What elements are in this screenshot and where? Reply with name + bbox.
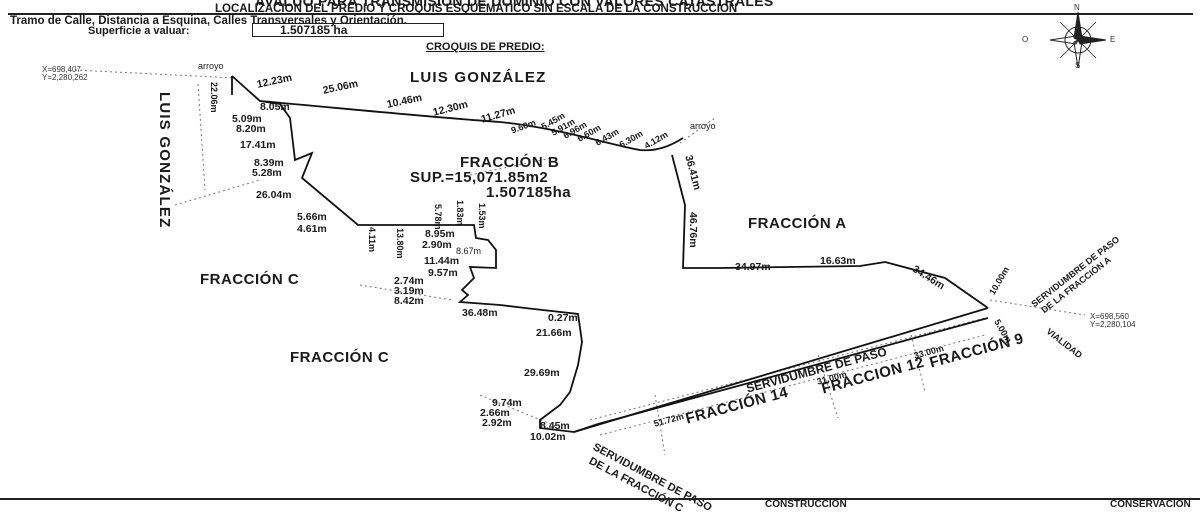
fraccion-b-name: FRACCIÓN B bbox=[460, 154, 560, 171]
fraccion-b-area: SUP.=15,071.85m2 bbox=[410, 169, 549, 186]
fraccion-c-label-2: FRACCIÓN C bbox=[290, 349, 390, 366]
measure-label: 26.04m bbox=[256, 189, 292, 201]
measure-label: 5.66m bbox=[297, 211, 327, 223]
measure-label: 4.61m bbox=[297, 223, 327, 235]
area-value: 1.507185 ha bbox=[280, 23, 348, 37]
compass-north: N bbox=[1074, 3, 1080, 12]
footer-construccion: CONSTRUCCION bbox=[765, 499, 847, 510]
compass-rose-icon bbox=[1049, 11, 1107, 69]
street-note: Tramo de Calle, Distancia a Esquina, Cal… bbox=[10, 15, 407, 27]
measure-label: 9.57m bbox=[428, 267, 458, 279]
area-value-box bbox=[252, 23, 444, 37]
measure-label: 8.05m bbox=[260, 101, 290, 113]
road-top-label: LUIS GONZÁLEZ bbox=[410, 69, 547, 86]
measure-label: 11.44m bbox=[424, 255, 460, 267]
header-divider bbox=[8, 13, 1193, 15]
measure-label: 8.42m bbox=[394, 295, 424, 307]
measure-label: 10.02m bbox=[530, 431, 566, 443]
area-label: Superficie a valuar: bbox=[88, 25, 190, 37]
measure-label: 46.76m bbox=[687, 212, 699, 248]
footer-divider bbox=[0, 498, 1200, 500]
measure-label: 5.28m bbox=[252, 167, 282, 179]
measure-label: 34.97m bbox=[735, 261, 771, 273]
compass-west: O bbox=[1022, 35, 1029, 44]
coordinate-2-x: X=698,560 bbox=[1090, 312, 1129, 321]
coordinate-1-y: Y=2,280,262 bbox=[42, 73, 88, 82]
measure-label: 13.80m bbox=[395, 228, 405, 259]
measure-label: 0.27m bbox=[548, 312, 578, 324]
road-left-label: LUIS GONZÁLEZ bbox=[156, 92, 173, 229]
fraccion-b-hectares: 1.507185ha bbox=[486, 184, 572, 201]
measure-label: 17.41m bbox=[240, 139, 276, 151]
measure-label: 29.69m bbox=[524, 367, 560, 379]
coordinate-1-x: X=698,407 bbox=[42, 65, 81, 74]
measure-label: 36.48m bbox=[462, 307, 498, 319]
measure-label: 8.45m bbox=[540, 420, 570, 432]
measure-label: 5.09m bbox=[232, 113, 262, 125]
sketch-title: CROQUIS DE PREDIO: bbox=[426, 41, 545, 53]
document-subtitle: LOCALIZACION DEL PREDIO Y CROQUIS ESQUEM… bbox=[215, 3, 738, 15]
measure-label: 8.67m bbox=[456, 246, 482, 256]
measure-label: 5.78m bbox=[433, 204, 443, 230]
measure-label: 1.53m bbox=[477, 203, 487, 229]
measure-label: 22.06m bbox=[209, 82, 219, 113]
dotted-guides bbox=[74, 69, 1086, 456]
arroyo-label-2: arroyo bbox=[690, 121, 716, 131]
measure-label: 2.90m bbox=[422, 239, 452, 251]
measure-label: 2.92m bbox=[482, 417, 512, 429]
measure-label: 9.74m bbox=[492, 397, 522, 409]
document-title: AVALUO PARA TRANSMISION DE DOMINIO CON V… bbox=[255, 0, 774, 9]
arroyo-label-1: arroyo bbox=[198, 61, 224, 71]
measure-label: 3.19m bbox=[394, 285, 424, 297]
measure-label: 2.74m bbox=[394, 275, 424, 287]
measure-label: 8.39m bbox=[254, 157, 284, 169]
compass-east: E bbox=[1110, 35, 1116, 44]
measure-label: 16.63m bbox=[820, 255, 856, 267]
measure-label: 21.66m bbox=[536, 327, 572, 339]
footer-conservacion: CONSERVACION bbox=[1110, 499, 1191, 510]
measure-label: 1.83m bbox=[455, 200, 465, 226]
measure-label: 8.20m bbox=[236, 123, 266, 135]
parcel-boundary bbox=[231, 75, 989, 433]
measure-label: 4.11m bbox=[367, 227, 377, 253]
fraccion-c-label-1: FRACCIÓN C bbox=[200, 271, 300, 288]
measure-label: 8.95m bbox=[425, 228, 455, 240]
coordinate-2-y: Y=2,280,104 bbox=[1090, 320, 1136, 329]
compass-south: S bbox=[1075, 61, 1081, 70]
measure-label: 2.66m bbox=[480, 407, 510, 419]
fraccion-a-label: FRACCIÓN A bbox=[748, 215, 847, 232]
